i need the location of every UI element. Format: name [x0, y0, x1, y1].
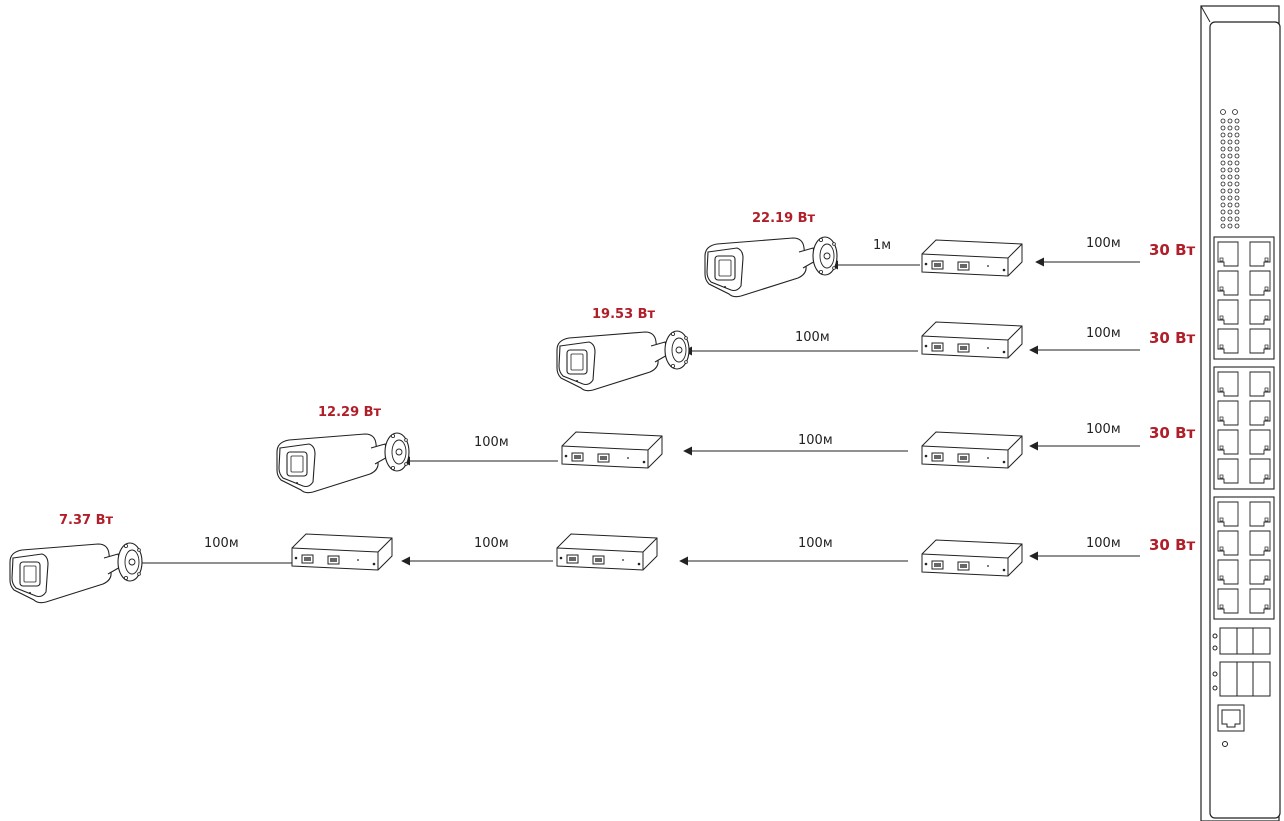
port-block-3: [1213, 496, 1275, 620]
poe-extender-icon: [561, 431, 663, 469]
link-distance: 100м: [1086, 536, 1121, 551]
switch-port-power: 30 Вт: [1149, 329, 1196, 347]
link-distance: 100м: [795, 330, 830, 345]
switch-port-power: 30 Вт: [1149, 536, 1196, 554]
poe-extender-icon: [291, 533, 393, 571]
switch-port-power: 30 Вт: [1149, 241, 1196, 259]
camera-power: 19.53 Вт: [592, 307, 656, 322]
ip-camera-icon: [556, 330, 690, 392]
port-block-2: [1213, 366, 1275, 490]
link-distance: 100м: [1086, 422, 1121, 437]
poe-extender-icon: [921, 539, 1023, 577]
link-distance: 100м: [1086, 236, 1121, 251]
poe-switch-icon: [1200, 5, 1281, 821]
link-distance: 100м: [798, 536, 833, 551]
row-4: 30 Вт 100м 100м 100м 100м 7.37 Вт: [9, 513, 1196, 604]
switch-port-power: 30 Вт: [1149, 424, 1196, 442]
port-block-1: [1213, 236, 1275, 360]
poe-extender-icon: [921, 321, 1023, 359]
poe-extender-icon: [921, 431, 1023, 469]
poe-extender-icon: [556, 533, 658, 571]
link-distance: 100м: [798, 433, 833, 448]
status-led-grid: [1220, 109, 1240, 229]
camera-power: 12.29 Вт: [318, 405, 382, 420]
link-distance: 100м: [204, 536, 239, 551]
poe-extender-icon: [921, 239, 1023, 277]
console-port: [1217, 704, 1245, 747]
link-distance: 100м: [474, 435, 509, 450]
link-distance: 100м: [474, 536, 509, 551]
ip-camera-icon: [276, 432, 410, 494]
row-3: 30 Вт 100м 100м 100м 12.29 Вт: [276, 405, 1196, 494]
row-2: 30 Вт 100м 100м 19.53 Вт: [556, 307, 1196, 392]
row-1: 30 Вт 100м 1м 22.19 Вт: [704, 211, 1196, 298]
link-distance: 100м: [1086, 326, 1121, 341]
ip-camera-icon: [704, 236, 838, 298]
camera-power: 7.37 Вт: [59, 513, 114, 528]
link-distance: 1м: [873, 238, 891, 253]
ip-camera-icon: [9, 542, 143, 604]
sfp-ports: [1212, 627, 1271, 697]
camera-power: 22.19 Вт: [752, 211, 816, 226]
